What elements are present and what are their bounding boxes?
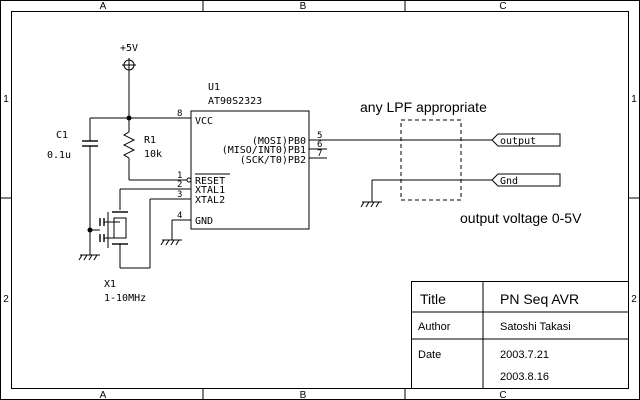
title-value: PN Seq AVR	[500, 291, 579, 307]
power-label: +5V	[120, 43, 138, 54]
pin-name-xtal1: XTAL1	[195, 185, 225, 196]
pin-num-4: 4	[177, 211, 182, 221]
title-label: Title	[420, 291, 446, 307]
pin-name-vcc: VCC	[195, 116, 213, 127]
frame-row-label-2-right: 2	[631, 294, 637, 305]
vcc-net	[89, 70, 186, 141]
r1-value: 10k	[144, 149, 162, 160]
lpf-placeholder-box	[400, 119, 462, 201]
pin-num-2: 2	[177, 180, 182, 190]
date-value-1: 2003.7.21	[500, 349, 549, 361]
ic-part-number: AT90S2323	[208, 96, 262, 107]
pin-name-xtal2: XTAL2	[195, 195, 225, 206]
pin-num-7: 7	[317, 149, 322, 159]
pin-num-8: 8	[177, 109, 182, 119]
port-gnd-label: Gnd	[500, 176, 518, 187]
pin-num-3: 3	[177, 190, 182, 200]
capacitor-c1	[82, 140, 98, 255]
lpf-note: any LPF appropriate	[360, 99, 487, 115]
title-block	[411, 281, 629, 389]
port-gnd	[491, 173, 561, 187]
pin-num-1: 1	[177, 171, 182, 181]
frame-col-label-c: C	[499, 1, 506, 12]
output-net	[327, 139, 492, 208]
pin-name-pb1: (MISO/INT0)PB1	[222, 145, 306, 156]
port-output	[491, 133, 561, 147]
pin-num-5: 5	[317, 131, 322, 141]
ic-ref: U1	[208, 82, 220, 93]
pin-name-pb0: (MOSI)PB0	[252, 136, 306, 147]
frame-col-label-a-bottom: A	[100, 390, 107, 400]
ic-gnd-net	[160, 220, 182, 246]
date-label: Date	[418, 349, 441, 361]
r1-ref: R1	[144, 135, 156, 146]
x1-value: 1-10MHz	[104, 293, 146, 304]
x1-ref: X1	[104, 279, 116, 290]
frame-col-label-c-bottom: C	[499, 390, 506, 400]
pin-name-pb2: (SCK/T0)PB2	[240, 155, 306, 166]
pin-name-gnd: GND	[195, 216, 213, 227]
output-voltage-note: output voltage 0-5V	[460, 210, 582, 226]
frame-col-label-a: A	[100, 1, 107, 12]
c1-ref: C1	[56, 130, 68, 141]
pin-num-6: 6	[317, 140, 322, 150]
frame-col-label-b-bottom: B	[300, 390, 307, 400]
author-value: Satoshi Takasi	[500, 321, 571, 333]
frame-row-label-1-right: 1	[631, 94, 637, 105]
ground-symbol-c1	[78, 254, 100, 261]
frame-col-label-b: B	[300, 1, 307, 12]
ic-u1-body	[172, 110, 327, 230]
crystal-x1	[87, 188, 172, 269]
power-symbol	[122, 58, 136, 72]
c1-value: 0.1u	[47, 150, 71, 161]
pin-name-reset: RESET	[195, 176, 225, 187]
author-label: Author	[418, 321, 451, 333]
frame-row-label-2: 2	[3, 294, 9, 305]
port-output-label: output	[500, 136, 536, 147]
date-value-2: 2003.8.16	[500, 371, 549, 383]
frame-row-label-1: 1	[3, 94, 9, 105]
